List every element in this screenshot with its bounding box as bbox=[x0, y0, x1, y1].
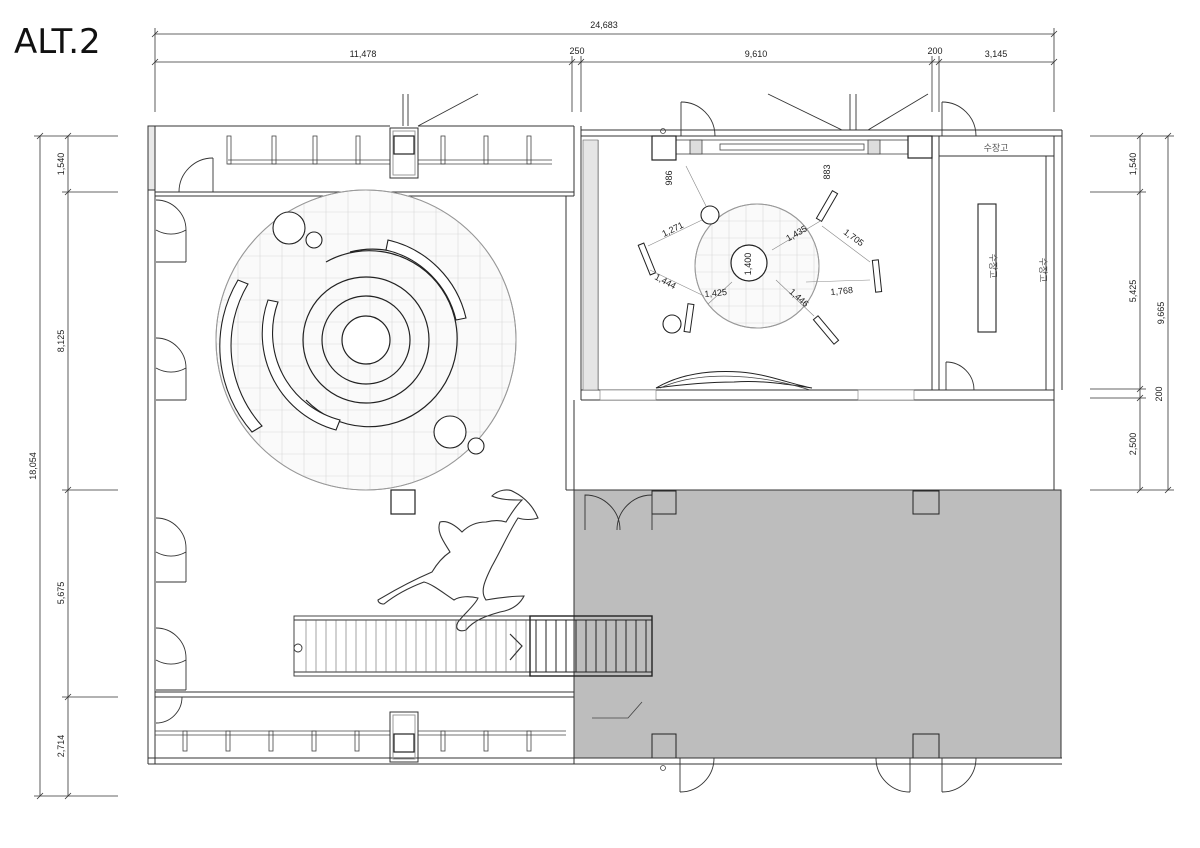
storage-label-box: 수장고 bbox=[987, 254, 998, 279]
left-wall-bays bbox=[155, 199, 187, 691]
outer-walls bbox=[147, 125, 1063, 765]
dim-top-seg3: 9,610 bbox=[745, 49, 768, 59]
dim-left-total: 18,054 bbox=[28, 452, 38, 480]
dim-top-total: 24,683 bbox=[590, 20, 618, 30]
top-counter bbox=[651, 135, 933, 161]
dim-right-seg4: 2,500 bbox=[1128, 433, 1138, 456]
dim-left-seg4: 2,714 bbox=[56, 735, 66, 758]
shaded-area-columns bbox=[651, 490, 940, 759]
room-exhibit bbox=[637, 165, 883, 391]
dim-top-seg2: 250 bbox=[569, 46, 584, 56]
dim-right-seg3: 200 bbox=[1154, 386, 1164, 401]
dim-1444: 1,444 bbox=[653, 272, 678, 291]
dim-left-seg1: 1,540 bbox=[56, 153, 66, 176]
storage-shelf bbox=[977, 203, 997, 333]
storage-label-top: 수장고 bbox=[984, 143, 1009, 154]
dim-1768: 1,768 bbox=[830, 285, 853, 297]
dim-right-seg1: 1,540 bbox=[1128, 153, 1138, 176]
dim-1705: 1,705 bbox=[842, 227, 866, 248]
dim-right-total: 9,665 bbox=[1156, 302, 1166, 325]
dim-1425: 1,425 bbox=[704, 287, 727, 299]
staircase bbox=[293, 615, 653, 677]
dim-1271: 1,271 bbox=[660, 220, 685, 239]
corridor-rails bbox=[155, 135, 566, 752]
shaded-annotations bbox=[592, 128, 666, 771]
room-wall-openings bbox=[599, 389, 915, 401]
dim-top-seg1: 11,478 bbox=[350, 49, 377, 59]
dim-986: 986 bbox=[664, 170, 674, 185]
hall-column bbox=[390, 489, 416, 515]
lamp-sculpture bbox=[377, 489, 539, 632]
dim-left-seg2: 8,125 bbox=[56, 330, 66, 353]
dim-right-seg2: 5,425 bbox=[1128, 280, 1138, 303]
circular-exhibit bbox=[215, 189, 517, 491]
dimension-lines bbox=[34, 28, 1174, 800]
dim-1400: 1,400 bbox=[743, 253, 753, 276]
dim-883: 883 bbox=[822, 164, 832, 179]
corridor-cases bbox=[389, 127, 419, 763]
dim-top-seg4: 200 bbox=[927, 46, 942, 56]
hatched-wall bbox=[582, 139, 599, 391]
storage-label-side: 수장고 bbox=[1037, 258, 1048, 283]
shaded-area bbox=[573, 489, 1062, 759]
door-swings bbox=[155, 93, 977, 793]
dim-top-seg5: 3,145 bbox=[985, 49, 1008, 59]
dim-left-seg3: 5,675 bbox=[56, 582, 66, 605]
plan-title: ALT.2 bbox=[14, 22, 101, 62]
